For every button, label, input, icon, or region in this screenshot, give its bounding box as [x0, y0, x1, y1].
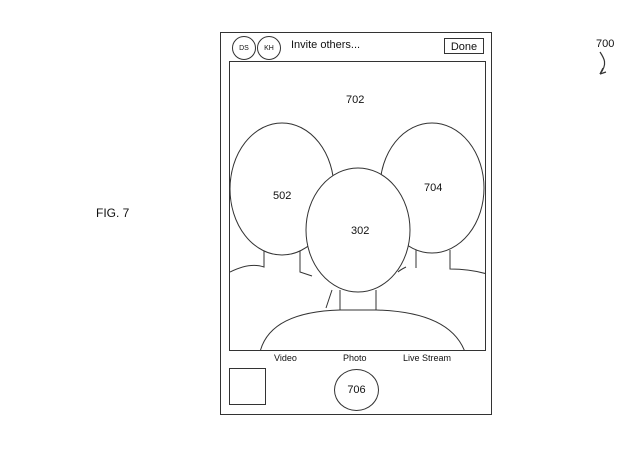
avatar-ds[interactable]: DS [232, 36, 256, 60]
reference-numeral-702: 702 [346, 94, 365, 106]
participant-704-label: 704 [424, 182, 443, 194]
device-screen: DS KH Invite others... Done [220, 32, 492, 415]
shutter-button[interactable]: 706 [334, 369, 379, 411]
mode-photo-tab[interactable]: Photo [343, 353, 367, 363]
participant-302-label: 302 [351, 225, 370, 237]
participant-302-figure [260, 167, 465, 350]
figure-label: FIG. 7 [96, 206, 130, 220]
mode-live-stream-tab[interactable]: Live Stream [403, 353, 452, 363]
reference-arrow-icon [599, 51, 607, 75]
mode-video-tab[interactable]: Video [274, 353, 297, 363]
video-viewport: 702 502 704 302 [229, 61, 486, 351]
shutter-ref-label: 706 [347, 384, 366, 396]
gallery-thumbnail[interactable] [229, 368, 266, 405]
invite-others-link[interactable]: Invite others... [291, 39, 361, 51]
reference-numeral-700: 700 [596, 38, 615, 50]
avatar-kh[interactable]: KH [257, 36, 281, 60]
participant-502-label: 502 [273, 190, 292, 202]
done-button[interactable]: Done [444, 38, 484, 54]
